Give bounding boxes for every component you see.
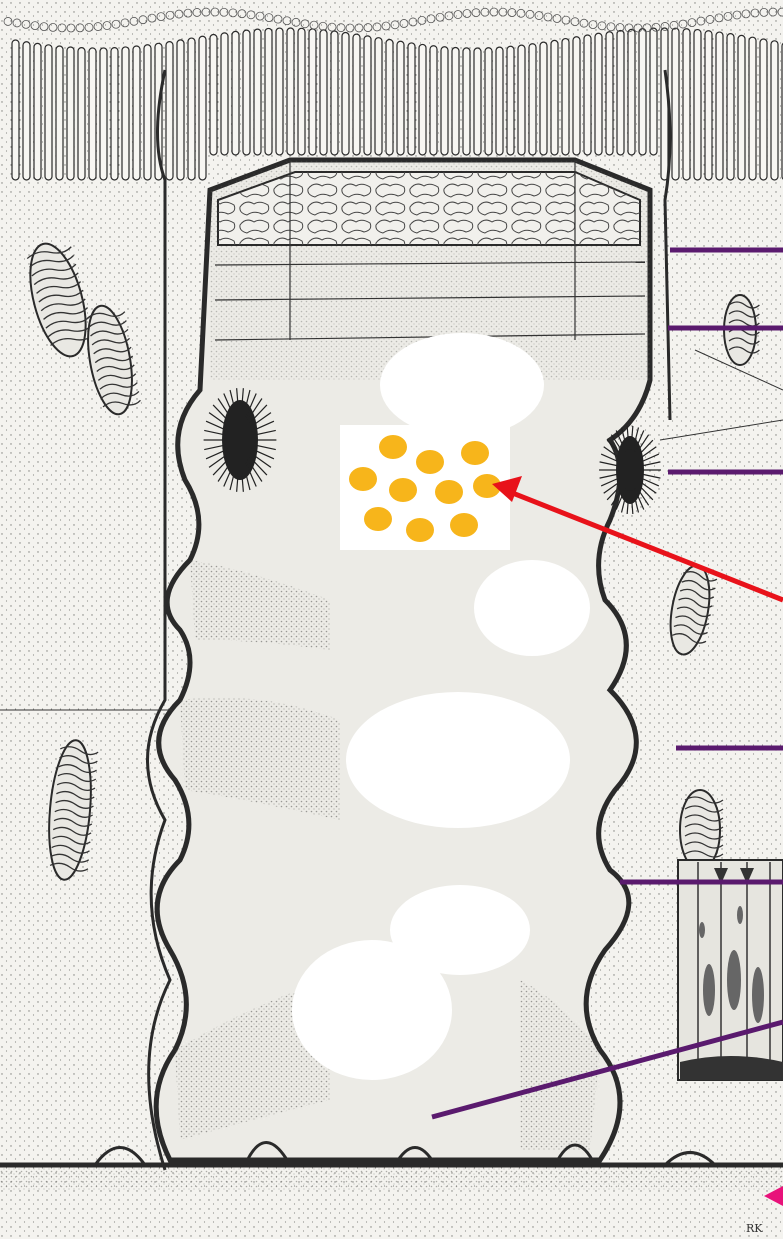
microvillus	[265, 28, 272, 155]
microvillus	[441, 47, 448, 155]
microvillus	[683, 29, 690, 180]
microvillus	[353, 34, 360, 155]
microvillus	[276, 28, 283, 155]
microvillus	[463, 48, 470, 155]
microvillus	[144, 45, 151, 180]
microvillus	[232, 31, 239, 155]
microvillus	[760, 39, 767, 180]
microvillus	[331, 31, 338, 155]
microvillus	[672, 28, 679, 180]
microvillus	[210, 34, 217, 155]
microvillus	[67, 47, 74, 180]
microvillus	[518, 45, 525, 155]
microvillus	[529, 44, 536, 155]
microvillus	[661, 28, 668, 180]
microvillus	[727, 34, 734, 180]
microvillus	[639, 29, 646, 155]
microvillus	[749, 37, 756, 180]
microvillus	[320, 30, 327, 155]
microvillus	[45, 45, 52, 180]
microvillus	[430, 46, 437, 155]
microvillus	[254, 29, 261, 155]
microvillus	[287, 28, 294, 155]
granule	[461, 441, 489, 465]
terminal-web-texture	[218, 172, 640, 245]
microvillus	[375, 38, 382, 155]
microvillus	[738, 35, 745, 180]
microvillus	[650, 28, 657, 155]
microvillus	[166, 42, 173, 180]
microvillus	[243, 30, 250, 155]
granule	[379, 435, 407, 459]
microvillus	[188, 38, 195, 180]
microvillus	[364, 36, 371, 155]
microvillus	[177, 40, 184, 180]
granule	[450, 513, 478, 537]
microvillus	[199, 36, 206, 180]
microvillus	[419, 44, 426, 155]
microvillus	[705, 31, 712, 180]
microvillus	[342, 32, 349, 155]
microvillus	[221, 33, 228, 155]
microvillus	[474, 48, 481, 155]
microvillus	[309, 29, 316, 155]
microvillus	[716, 32, 723, 180]
microvillus	[606, 32, 613, 155]
microvillus	[100, 48, 107, 180]
microvillus	[562, 39, 569, 155]
basal-lamina	[0, 1168, 783, 1190]
granule	[406, 518, 434, 542]
granule	[349, 467, 377, 491]
microvillus	[133, 46, 140, 180]
microvillus	[452, 47, 459, 155]
microvillus	[584, 35, 591, 155]
microvillus	[111, 48, 118, 180]
microvillus	[628, 29, 635, 155]
microvillus	[56, 46, 63, 180]
microvillus	[573, 37, 580, 155]
microvillus	[408, 43, 415, 155]
microvillus	[551, 40, 558, 155]
microvillus	[34, 43, 41, 180]
microvillus	[771, 41, 778, 180]
microvillus	[507, 46, 514, 155]
granule	[416, 450, 444, 474]
microvillus	[298, 28, 305, 155]
granule	[435, 480, 463, 504]
microvillus	[540, 42, 547, 155]
granule	[389, 478, 417, 502]
microvillus	[78, 48, 85, 180]
microvillus	[617, 30, 624, 155]
granule	[364, 507, 392, 531]
microvillus	[397, 41, 404, 155]
microvillus	[12, 40, 19, 180]
microvillus	[496, 47, 503, 155]
microvillus	[694, 30, 701, 180]
microvillus	[386, 39, 393, 155]
microvillus	[89, 48, 96, 180]
microvillus	[23, 42, 30, 180]
artist-signature: RK	[746, 1222, 763, 1235]
microvillus	[595, 33, 602, 155]
microvillus	[122, 47, 129, 180]
microvillus	[485, 48, 492, 155]
